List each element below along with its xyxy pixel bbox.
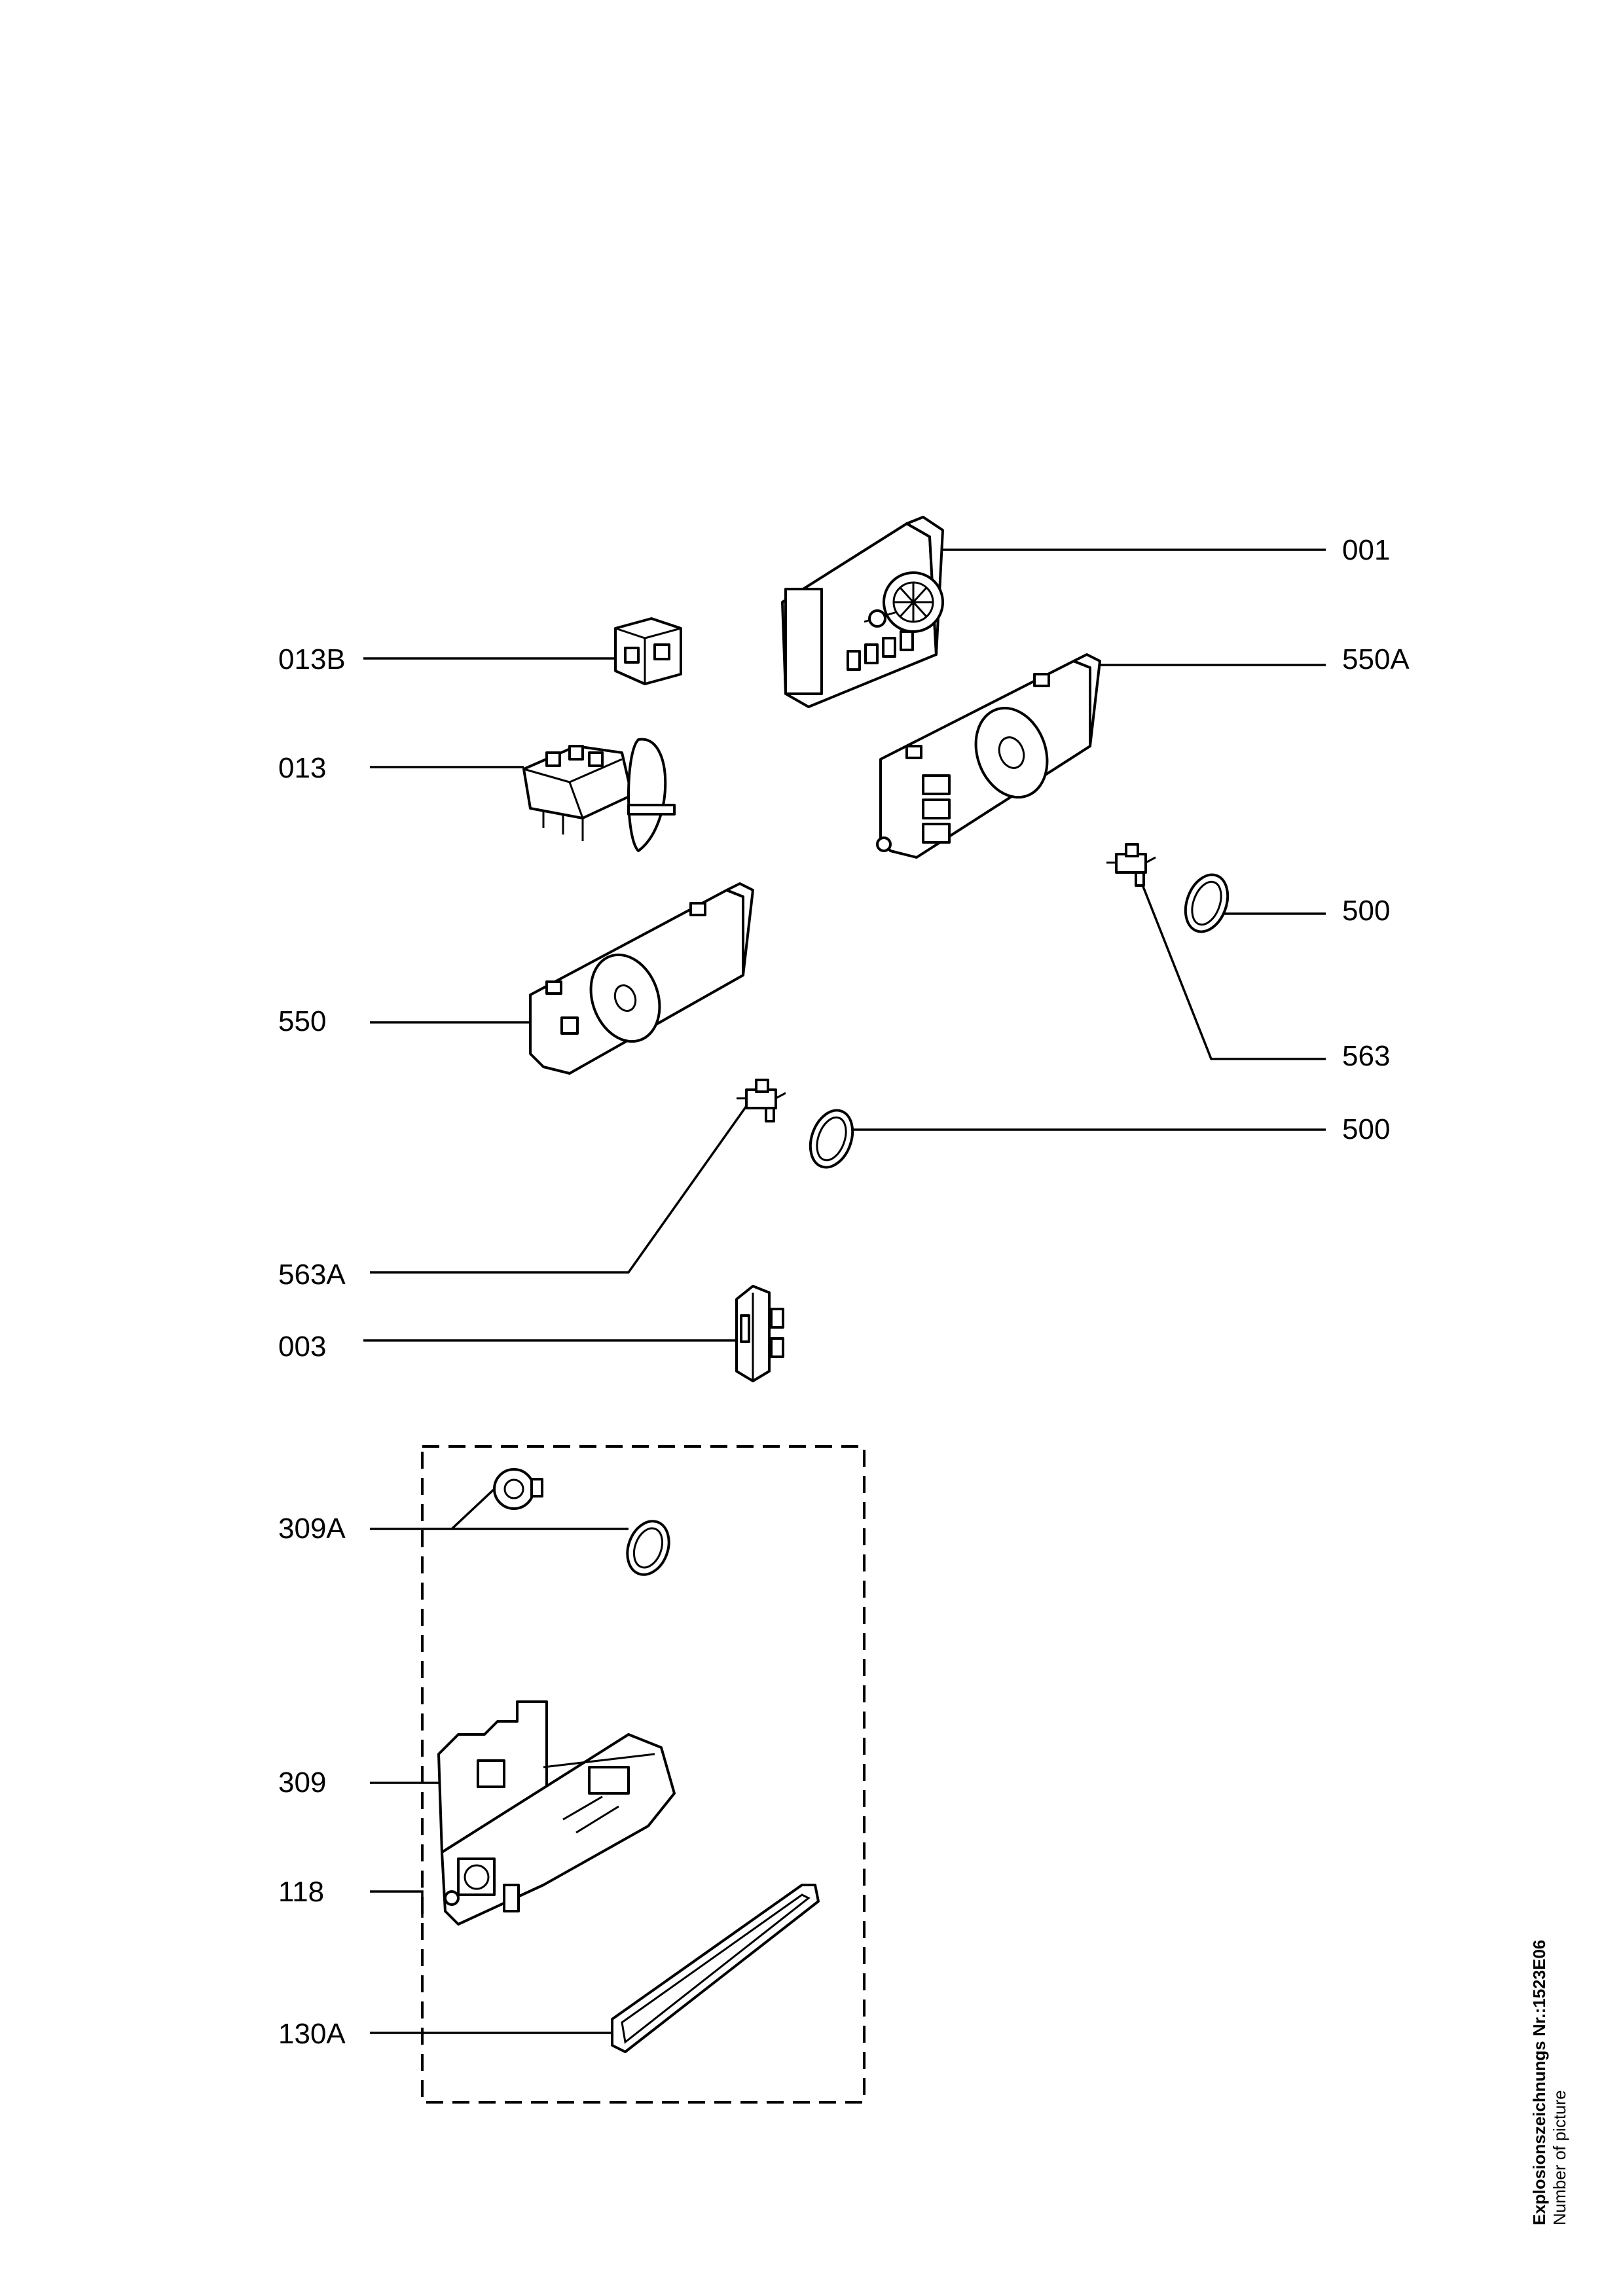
part-500-ring-lower xyxy=(809,1109,854,1169)
part-309-door-lock xyxy=(437,1700,676,1926)
label-550: 550 xyxy=(278,1005,326,1037)
drawing-number-caption: Number of picture xyxy=(1550,2090,1569,2225)
part-550-control-panel xyxy=(529,882,754,1075)
label-130A: 130A xyxy=(278,2018,346,2050)
label-500-upper: 500 xyxy=(1342,895,1390,927)
label-309: 309 xyxy=(278,1767,326,1799)
label-563: 563 xyxy=(1342,1040,1390,1072)
label-550A: 550A xyxy=(1342,643,1410,675)
part-003-bracket xyxy=(735,1285,784,1382)
label-563A: 563A xyxy=(278,1259,346,1291)
drawing-number: Explosionszeichnungs Nr.:1523E06 xyxy=(1529,1939,1549,2225)
label-309A: 309A xyxy=(278,1513,346,1545)
part-013B-switch xyxy=(614,617,682,685)
part-309A-retainer xyxy=(493,1468,670,1576)
part-001-timer xyxy=(781,516,944,708)
part-550A-control-panel xyxy=(876,653,1101,859)
label-118: 118 xyxy=(278,1876,324,1908)
label-003: 003 xyxy=(278,1331,326,1363)
part-563A-lamp-holder xyxy=(737,1079,786,1122)
label-013B: 013B xyxy=(278,643,346,675)
label-001: 001 xyxy=(1342,534,1390,566)
part-563-lamp-holder xyxy=(1106,843,1156,887)
label-500-lower: 500 xyxy=(1342,1113,1390,1145)
part-130A-gasket xyxy=(611,1884,820,2053)
drawing-number-note: Explosionszeichnungs Nr.:1523E06 Number … xyxy=(1506,1885,1584,2225)
label-013: 013 xyxy=(278,752,326,784)
part-500-ring-upper xyxy=(1184,873,1230,933)
assembly-group-box xyxy=(421,1445,866,2104)
part-013-rotary-switch xyxy=(522,738,676,852)
